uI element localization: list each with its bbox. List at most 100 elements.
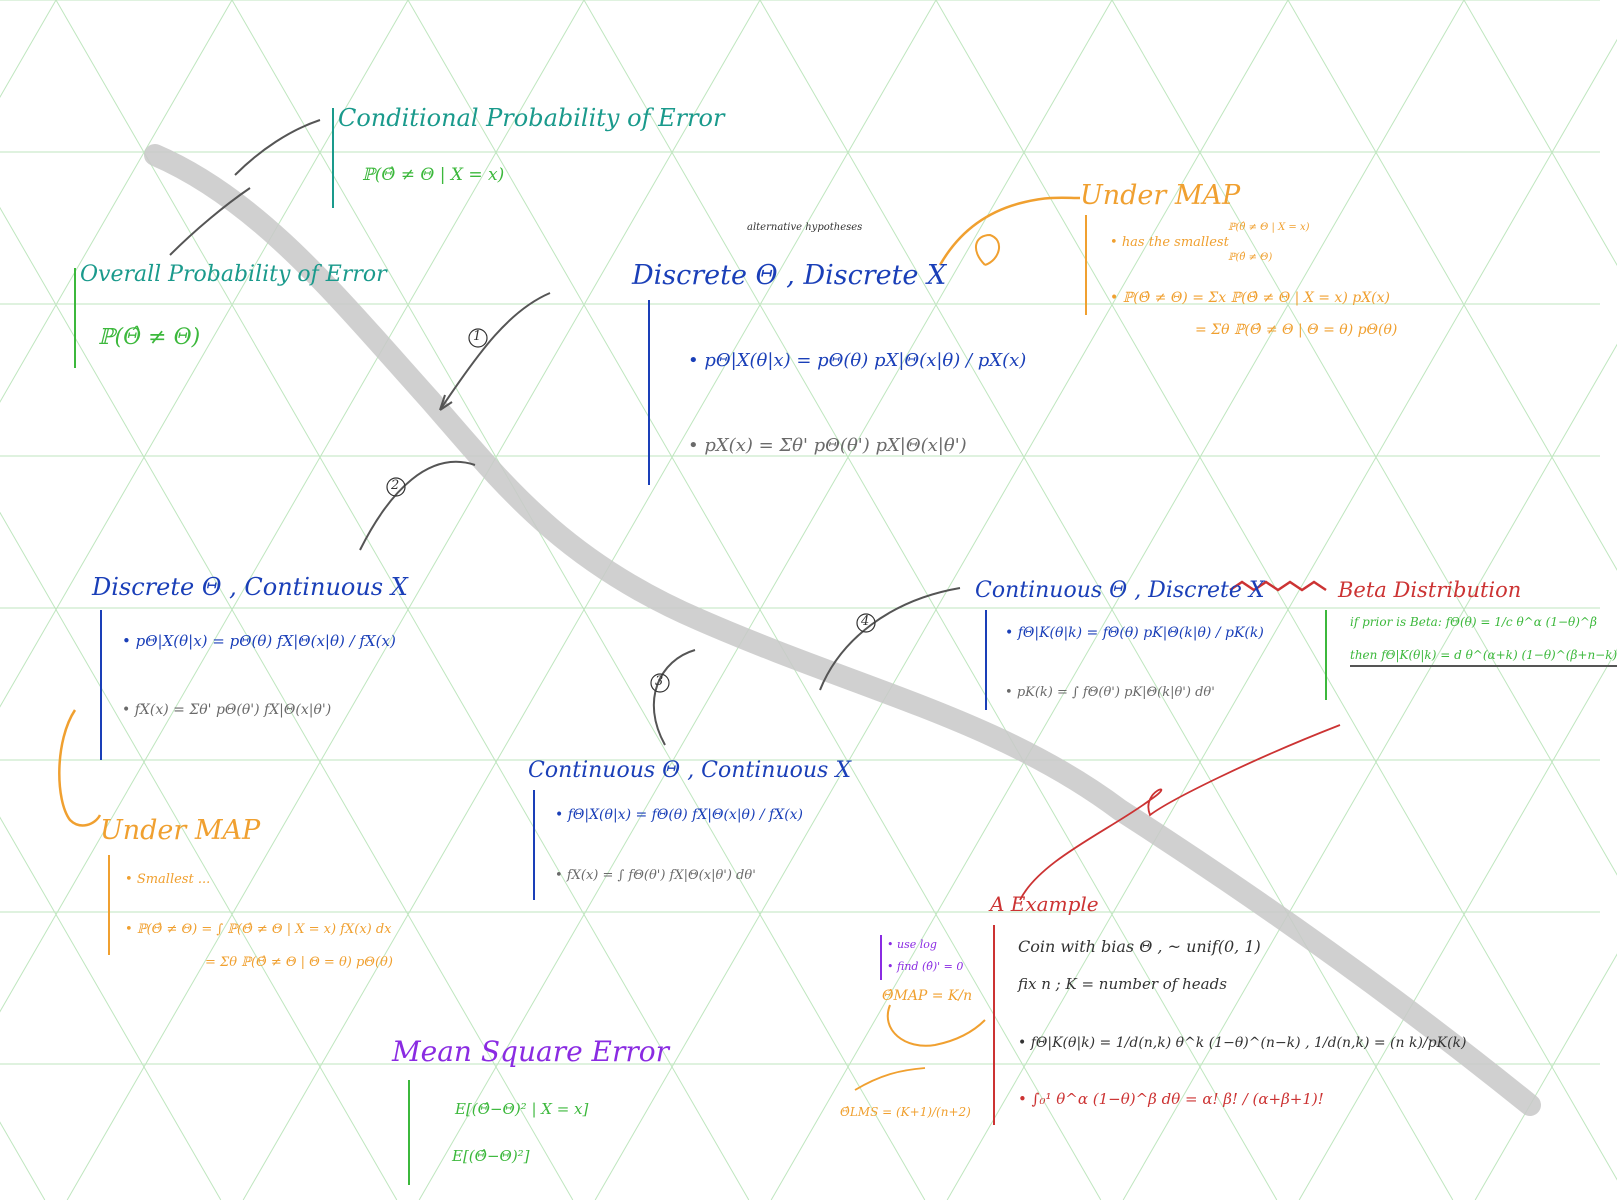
continuous-discrete-posterior: fΘ|K(θ|k) = fΘ(θ) pK|Θ(k|θ) / pK(k) — [1005, 625, 1264, 641]
marker-2: 2 — [391, 478, 400, 493]
grid-line-diagonal — [1122, 343, 1617, 1200]
continuous-continuous-title: Continuous Θ , Continuous X — [528, 758, 851, 783]
grid-line-diagonal — [0, 511, 398, 1200]
grid-line-diagonal — [0, 816, 222, 1200]
brace-continuous-continuous — [533, 790, 535, 900]
marker-circle-4 — [856, 613, 876, 633]
red-wave-connector — [1229, 580, 1327, 592]
map-hint-derivative: find (θ̂)' = 0 — [887, 960, 963, 973]
grid-line-diagonal — [0, 0, 585, 1013]
grid-line-diagonal — [594, 0, 1289, 1200]
under-map-top-error-line2: = Σθ ℙ(Θ̂ ≠ Θ | Θ = θ) pΘ(θ) — [1195, 322, 1398, 338]
marker-circle-3 — [650, 673, 670, 693]
mse-line2: E[(Θ̂−Θ)²] — [452, 1147, 530, 1165]
gray-brush-stroke — [144, 144, 1541, 1116]
grid-line-diagonal — [583, 0, 1278, 1200]
brace-conditional — [332, 108, 334, 208]
conditional-formula: ℙ(Θ̂ ≠ Θ | X = x) — [362, 165, 505, 185]
under-map-bottom-smallest: Smallest ... — [125, 872, 210, 887]
example-line2: fix n ; K = number of heads — [1018, 975, 1227, 993]
brace-beta — [1325, 610, 1327, 700]
under-map-bottom-error-line2: = Σθ ℙ(Θ̂ ≠ Θ | Θ = θ) pΘ(θ) — [205, 955, 393, 970]
map-estimate: Θ̂MAP = K/n — [882, 988, 973, 1004]
grid-line-diagonal — [0, 0, 57, 98]
grid-line-diagonal — [66, 0, 761, 1200]
grid-line-diagonal — [1287, 0, 1617, 571]
under-map-top-smallest: has the smallest — [1110, 235, 1229, 250]
orange-connector-left — [58, 709, 102, 827]
conditional-title: Conditional Probability of Error — [338, 104, 725, 132]
brace-under-map-bottom — [108, 855, 110, 955]
orange-connector-lms — [854, 1067, 926, 1091]
brace-discrete-continuous — [100, 610, 102, 760]
marker-circle-1 — [468, 328, 488, 348]
grid-line-diagonal — [935, 0, 1617, 1181]
grid-line-diagonal — [1298, 648, 1617, 1200]
map-hint-log: use log — [887, 938, 937, 951]
connector-overall — [169, 187, 251, 256]
arrow-4 — [819, 587, 961, 691]
red-connector-example — [1019, 724, 1341, 901]
grid-line-diagonal — [946, 38, 1617, 1200]
discrete-discrete-marginal: pX(x) = Σθ' pΘ(θ') pX|Θ(x|θ') — [688, 435, 966, 456]
brace-overall — [74, 268, 76, 368]
connector-conditional — [234, 119, 321, 176]
grid-line-diagonal — [1463, 0, 1617, 267]
grid-line-diagonal — [418, 0, 1113, 1200]
brace-example — [993, 925, 995, 1125]
example-title: A Example — [990, 892, 1099, 916]
brace-under-map-top — [1085, 215, 1087, 315]
grid-line-diagonal — [0, 0, 409, 708]
under-map-top-option-b: ℙ(θ̂ ≠ Θ) — [1228, 252, 1273, 263]
under-map-top-error-line1: ℙ(Θ̂ ≠ Θ) = Σx ℙ(Θ̂ ≠ Θ | X = x) pX(x) — [1110, 290, 1390, 306]
example-line1: Coin with bias Θ , ~ unif(0, 1) — [1018, 937, 1261, 956]
discrete-continuous-posterior: pΘ|X(θ|x) = pΘ(θ) fX|Θ(x|θ) / fX(x) — [122, 632, 396, 650]
continuous-discrete-title: Continuous Θ , Discrete X — [975, 578, 1265, 603]
continuous-continuous-posterior: fΘ|X(θ|x) = fΘ(θ) fX|Θ(x|θ) / fX(x) — [555, 807, 803, 823]
orange-connector-top-loop — [975, 233, 1000, 266]
grid-line-diagonal — [759, 0, 1454, 1200]
arrow-1 — [439, 292, 551, 411]
beta-line2: then fΘ|K(θ|k) = d θ^(α+k) (1−θ)^(β+n−k) — [1350, 648, 1617, 667]
grid-line-diagonal — [0, 1121, 46, 1200]
brace-mse — [408, 1080, 410, 1185]
marker-3: 3 — [655, 674, 664, 689]
under-map-bottom-error-line1: ℙ(Θ̂ ≠ Θ) = ∫ ℙ(Θ̂ ≠ Θ | X = x) fX(x) dx — [125, 922, 392, 937]
lms-estimate: Θ̂LMS = (K+1)/(n+2) — [840, 1105, 971, 1119]
under-map-top-option-a: ℙ(θ̂ ≠ Θ | X = x) — [1228, 222, 1310, 233]
marker-circle-2 — [386, 477, 406, 497]
under-map-top-title: Under MAP — [1080, 180, 1241, 211]
orange-connector-map-est — [886, 1004, 986, 1047]
continuous-discrete-marginal: pK(k) = ∫ fΘ(θ') pK|Θ(k|θ') dθ' — [1005, 685, 1215, 700]
overall-title: Overall Probability of Error — [80, 262, 387, 287]
discrete-continuous-title: Discrete Θ , Continuous X — [92, 573, 408, 601]
discrete-discrete-posterior: pΘ|X(θ|x) = pΘ(θ) pX|Θ(x|θ) / pX(x) — [688, 350, 1026, 371]
brace-map-hints — [880, 935, 882, 980]
grid-line-diagonal — [55, 0, 750, 1200]
grid-line-diagonal — [231, 0, 926, 1200]
grid-line-diagonal — [0, 206, 574, 1200]
example-line4: ∫₀¹ θ^α (1−θ)^β dθ = α! β! / (α+β+1)! — [1018, 1090, 1324, 1108]
grid-line-diagonal — [1474, 953, 1617, 1200]
beta-title: Beta Distribution — [1338, 578, 1522, 602]
beta-line1: if prior is Beta: fΘ(θ) = 1/c θ^α (1−θ)^… — [1350, 615, 1597, 629]
discrete-continuous-marginal: fX(x) = Σθ' pΘ(θ') fX|Θ(x|θ') — [122, 702, 331, 718]
mse-line1: E[(Θ̂−Θ)² | X = x] — [455, 1100, 589, 1118]
continuous-continuous-marginal: fX(x) = ∫ fΘ(θ') fX|Θ(x|θ') dθ' — [555, 868, 756, 883]
marker-4: 4 — [861, 614, 870, 629]
brace-continuous-discrete — [985, 610, 987, 710]
grid-line-diagonal — [1111, 0, 1617, 876]
orange-connector-top — [938, 196, 1081, 266]
example-line3: fΘ|K(θ|k) = 1/d(n,k) θ^k (1−θ)^(n−k) , 1… — [1018, 1035, 1467, 1051]
marker-1: 1 — [473, 329, 482, 344]
grid-line-diagonal — [0, 0, 233, 403]
discrete-discrete-title: Discrete Θ , Discrete X — [632, 260, 947, 291]
grid-line-diagonal — [242, 0, 937, 1200]
grid-line-diagonal — [770, 0, 1465, 1200]
mse-title: Mean Square Error — [392, 1035, 670, 1068]
arrow-2 — [359, 460, 476, 551]
overall-formula: ℙ(Θ̂ ≠ Θ) — [98, 325, 201, 350]
alternative-hypotheses-note: alternative hypotheses — [747, 222, 863, 233]
